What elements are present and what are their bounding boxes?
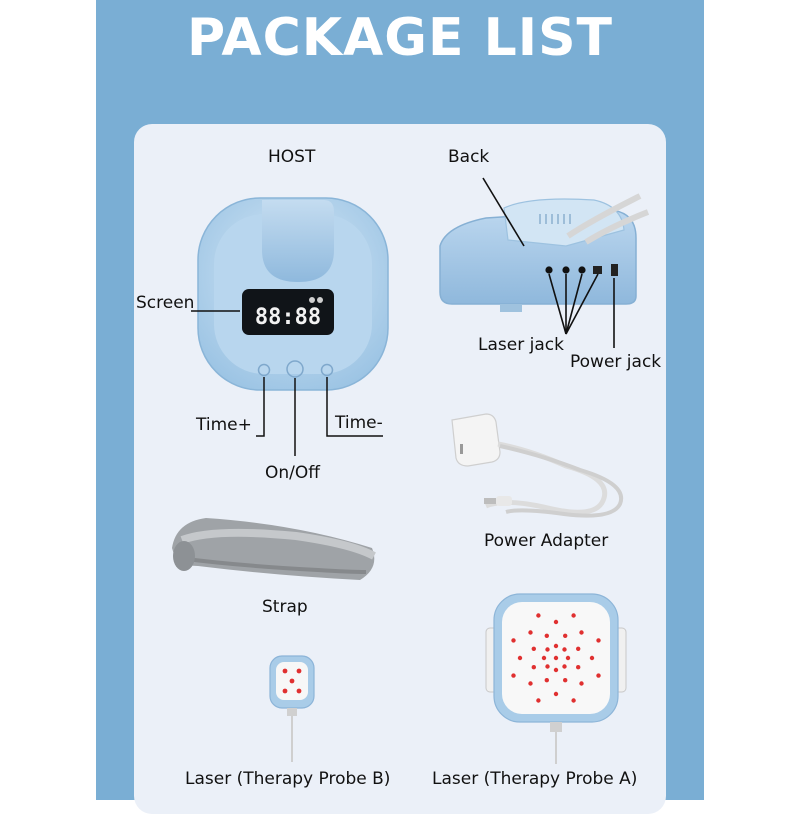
strap-label: Strap — [262, 597, 308, 617]
led-dot — [576, 646, 581, 651]
led-dot — [553, 619, 559, 625]
display-reading: 88:88 — [255, 305, 321, 330]
probe-a-label: Laser (Therapy Probe A) — [432, 769, 638, 789]
led-dot — [565, 655, 571, 661]
on-off-label: On/Off — [265, 463, 320, 483]
led-dot — [544, 633, 549, 638]
led-dot — [563, 633, 568, 638]
led-dot — [517, 655, 523, 661]
led-dot — [579, 630, 584, 635]
led-dot — [596, 673, 601, 678]
therapy-probe-a-image — [485, 593, 627, 764]
led-dot — [536, 698, 541, 703]
power-jack-label: Power jack — [570, 352, 662, 372]
led-dot — [511, 673, 516, 678]
led-dot — [545, 647, 550, 652]
back-device — [439, 193, 650, 312]
power-button — [286, 360, 304, 378]
screen-label: Screen — [136, 293, 195, 313]
laser-jack-label: Laser jack — [478, 335, 564, 355]
led-dot — [563, 678, 568, 683]
led-dot — [596, 638, 601, 643]
led-dot — [562, 647, 567, 652]
time-minus-label: Time- — [335, 413, 383, 433]
led-dot — [553, 655, 559, 661]
led-dot — [528, 681, 533, 686]
led-dot — [536, 613, 541, 618]
time-minus-button — [320, 363, 334, 377]
strap-image — [172, 518, 376, 580]
led-dot — [531, 665, 536, 670]
host-device — [197, 197, 389, 391]
led-dot — [544, 678, 549, 683]
led-dot — [579, 681, 584, 686]
host-label: HOST — [268, 147, 316, 167]
back-callouts — [482, 177, 615, 348]
led-dot — [589, 655, 595, 661]
power-adapter-label: Power Adapter — [484, 531, 609, 551]
led-dot — [571, 698, 576, 703]
power-adapter-image — [451, 413, 624, 518]
page-title: PACKAGE LIST — [187, 8, 613, 68]
time-plus-label: Time+ — [196, 415, 252, 435]
led-dot — [511, 638, 516, 643]
probe-b-label: Laser (Therapy Probe B) — [185, 769, 391, 789]
therapy-probe-b-image — [269, 655, 315, 762]
led-dot — [576, 665, 581, 670]
led-dot — [545, 664, 550, 669]
led-dot — [553, 667, 559, 673]
host-callouts — [191, 310, 383, 456]
time-plus-button — [257, 363, 271, 377]
back-label: Back — [448, 147, 490, 167]
led-dot — [553, 643, 559, 649]
led-dot — [528, 630, 533, 635]
led-dot — [571, 613, 576, 618]
led-dot — [541, 655, 547, 661]
led-dot — [531, 646, 536, 651]
led-dot — [553, 691, 559, 697]
led-dot — [562, 664, 567, 669]
